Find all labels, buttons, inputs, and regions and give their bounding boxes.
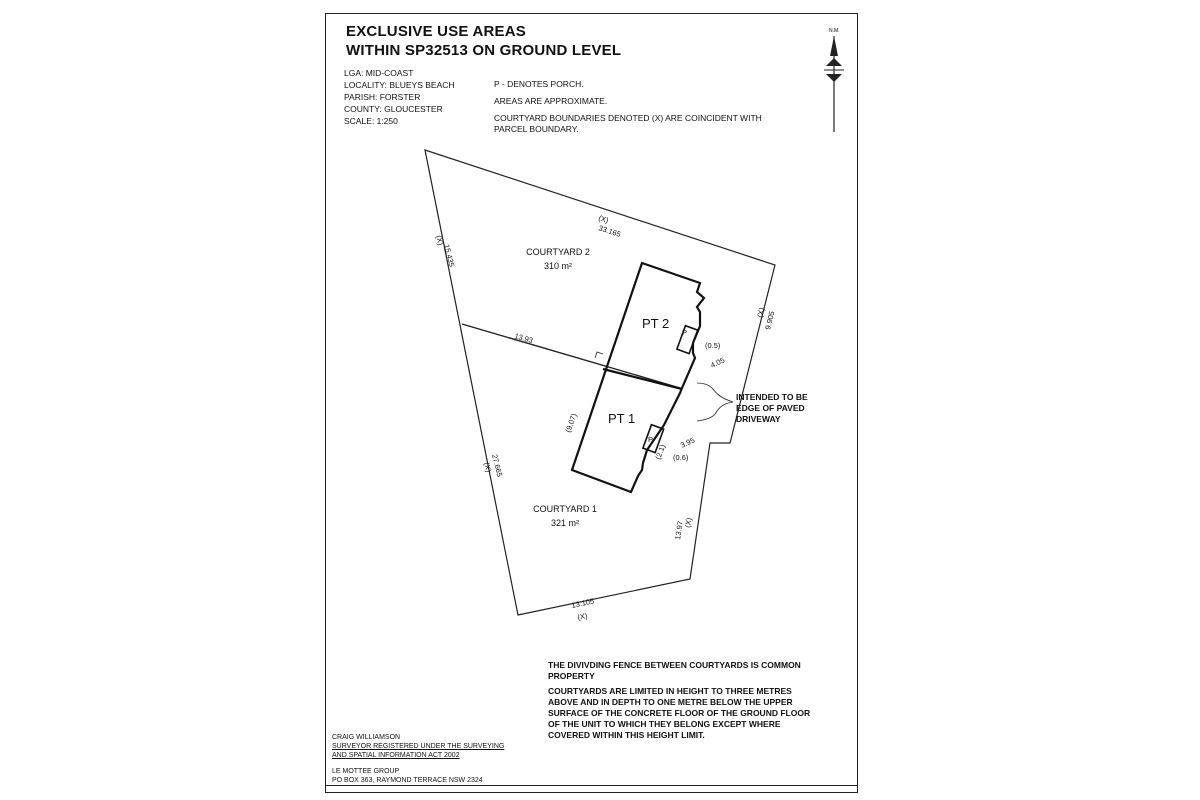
driveway-note-line3: DRIVEWAY xyxy=(736,414,781,424)
county-text: COUNTY: GLOUCESTER xyxy=(344,104,443,114)
dim-porch2-a: (0.5) xyxy=(705,341,721,350)
dim-left-upper: 15.435 xyxy=(442,243,456,267)
porch1-label: P xyxy=(648,435,653,444)
footer-rule xyxy=(326,785,857,786)
boundary-note-line1: COURTYARD BOUNDARIES DENOTED (X) ARE COI… xyxy=(494,113,762,123)
dim-top-x: (X) xyxy=(597,213,610,225)
north-arrow-icon: N.M. xyxy=(824,28,844,132)
dim-bottom: 13.105 xyxy=(571,596,595,610)
surveyor-cert-line2: AND SPATIAL INFORMATION ACT 2002 xyxy=(332,752,460,759)
dim-top: 33.165 xyxy=(597,223,622,239)
porch-note: P - DENOTES PORCH. xyxy=(494,79,584,89)
dim-right-upper: 9.905 xyxy=(763,310,776,330)
surveyor-name: CRAIG WILLIAMSON xyxy=(332,734,401,741)
courtyard1-area: 321 m² xyxy=(551,518,579,528)
dim-bottom-x: (X) xyxy=(577,611,589,622)
courtyard1-name: COURTYARD 1 xyxy=(533,504,597,514)
dim-right-lower-x: (X) xyxy=(683,517,694,529)
height-note-line1: COURTYARDS ARE LIMITED IN HEIGHT TO THRE… xyxy=(548,686,792,696)
unit-division-line xyxy=(602,367,683,391)
dim-porch1-b: (0.6) xyxy=(673,453,689,462)
driveway-note-line2: EDGE OF PAVED xyxy=(736,403,805,413)
courtyard-divider xyxy=(461,323,681,389)
parish-text: PARISH: FORSTER xyxy=(344,92,421,102)
approx-note: AREAS ARE APPROXIMATE. xyxy=(494,96,608,106)
fence-note-line1: THE DIVIVDING FENCE BETWEEN COURTYARDS I… xyxy=(548,660,801,670)
dim-divider: 13.93 xyxy=(513,331,534,345)
height-note-line3: SURFACE OF THE CONCRETE FLOOR OF THE GRO… xyxy=(548,708,811,718)
surveyor-cert-line1: SURVEYOR REGISTERED UNDER THE SURVEYING xyxy=(332,743,505,750)
height-note-line5: COVERED WITHIN THIS HEIGHT LIMIT. xyxy=(548,730,705,740)
pt2-label: PT 2 xyxy=(642,316,669,331)
scale-text: SCALE: 1:250 xyxy=(344,116,398,126)
porch2-label: P xyxy=(682,328,687,337)
locality-text: LOCALITY: BLUEYS BEACH xyxy=(344,80,455,90)
dim-pt-side: (9.07) xyxy=(563,412,578,434)
pt1-label: PT 1 xyxy=(608,411,635,426)
plan-title-line1: EXCLUSIVE USE AREAS xyxy=(346,23,526,40)
dim-right-upper-x: (X) xyxy=(755,306,766,318)
north-label: N.M. xyxy=(829,28,840,34)
porch-pt1 xyxy=(641,423,665,454)
courtyard2-area: 310 m² xyxy=(544,261,572,271)
dim-left-lower-x: (X) xyxy=(482,461,493,473)
driveway-note-line1: INTENDED TO BE xyxy=(736,392,808,402)
dim-right-lower: 13.97 xyxy=(673,520,685,540)
courtyard2-name: COURTYARD 2 xyxy=(526,247,590,257)
porch-pt2 xyxy=(675,324,699,355)
dim-porch2-b: 4.05 xyxy=(709,355,726,369)
firm-address: PO BOX 363, RAYMOND TERRACE NSW 2324 xyxy=(332,777,483,784)
lga-text: LGA: MID-COAST xyxy=(344,68,414,78)
dim-porch1-c: 3.95 xyxy=(679,435,696,449)
parcel-boundary xyxy=(424,149,776,616)
height-note-line2: ABOVE AND IN DEPTH TO ONE METRE BELOW TH… xyxy=(548,697,793,707)
dim-left-upper-x: (X) xyxy=(434,234,445,246)
plan-title-line2: WITHIN SP32513 ON GROUND LEVEL xyxy=(346,42,622,59)
height-note-line4: OF THE UNIT TO WHICH THEY BELONG EXCEPT … xyxy=(548,719,781,729)
building-outline xyxy=(570,261,706,494)
dim-porch1-a: (2.1) xyxy=(653,443,667,461)
fence-note-line2: PROPERTY xyxy=(548,671,595,681)
firm-name: LE MOTTEE GROUP xyxy=(332,768,400,775)
boundary-note-line2: PARCEL BOUNDARY. xyxy=(494,124,579,134)
plan-sheet: EXCLUSIVE USE AREAS WITHIN SP32513 ON GR… xyxy=(325,13,858,793)
